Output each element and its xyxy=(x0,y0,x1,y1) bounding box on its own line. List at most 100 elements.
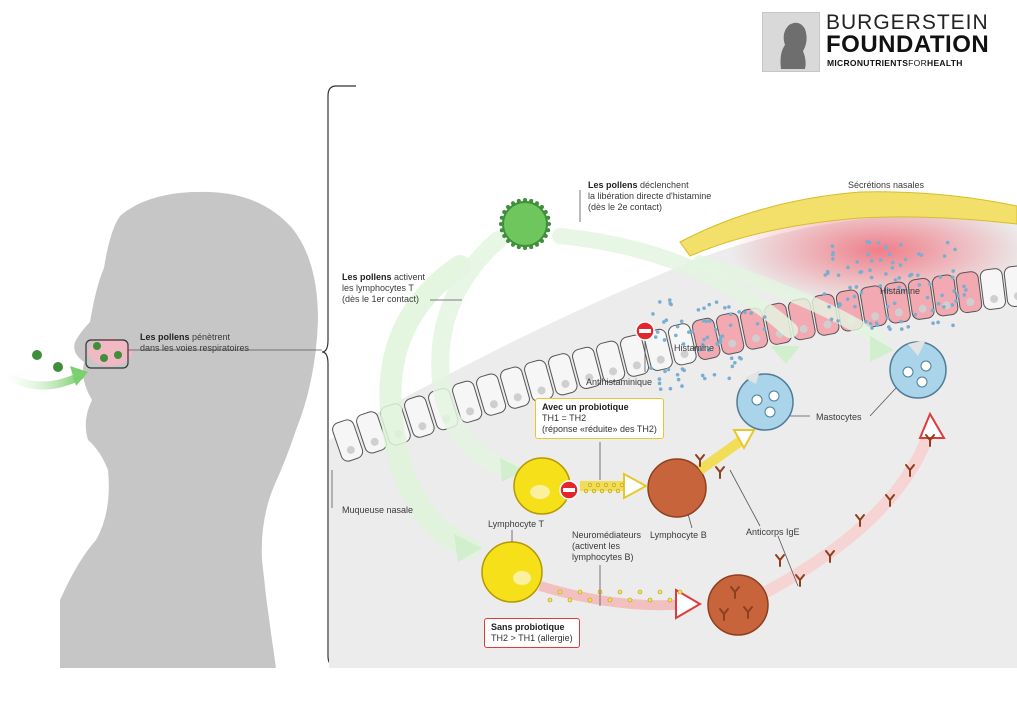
histamine-dot-icon xyxy=(674,333,678,338)
histamine-dot-icon xyxy=(836,273,841,277)
histamine-dot-icon xyxy=(853,304,857,309)
histamine-dot-icon xyxy=(707,302,712,307)
histamine-dot-icon xyxy=(854,285,859,289)
histamine-dot-icon xyxy=(822,292,827,296)
epithelial-cell xyxy=(955,271,983,314)
histamine-dot-icon xyxy=(866,252,870,257)
histamine-dot-icon xyxy=(903,257,908,262)
histamine-dot-icon xyxy=(864,319,868,324)
box-without-probiotic: Sans probiotique TH2 > TH1 (allergie) xyxy=(484,618,580,648)
label-antihistamine: Antihistaminique xyxy=(586,377,653,387)
histamine-dot-icon xyxy=(733,360,737,365)
logo-line3: MICRONUTRIENTSFORHEALTH xyxy=(827,58,963,68)
histamine-dot-icon xyxy=(718,340,723,345)
label-nasal-mucosa: Muqueuse nasale xyxy=(342,505,414,515)
histamine-dot-icon xyxy=(657,381,662,386)
label-nasal-secretions: Sécrétions nasales xyxy=(848,180,925,190)
histamine-dot-icon xyxy=(868,321,873,326)
histamine-dot-icon xyxy=(676,377,681,382)
histamine-dot-icon xyxy=(890,260,895,265)
histamine-dot-icon xyxy=(708,319,712,323)
histamine-dots xyxy=(649,240,968,391)
secretion-layer xyxy=(679,191,1017,257)
histamine-dot-icon xyxy=(893,278,898,282)
histamine-dot-icon xyxy=(887,252,892,256)
histamine-dot-icon xyxy=(917,283,922,287)
histamine-dot-icon xyxy=(827,304,831,309)
epithelial-cell xyxy=(500,366,530,409)
histamine-dot-icon xyxy=(704,319,709,324)
histamine-dot-icon xyxy=(700,373,705,378)
histamine-dot-icon xyxy=(951,275,955,280)
histamine-dot-icon xyxy=(730,364,735,369)
histamine-dot-icon xyxy=(964,288,968,292)
histamine-dot-icon xyxy=(755,322,760,326)
histamine-dot-icon xyxy=(916,273,920,278)
probiotic-arrow-up xyxy=(697,435,745,475)
histamine-dot-icon xyxy=(830,244,835,248)
pollen-icon xyxy=(100,354,108,362)
histamine-dot-icon xyxy=(666,367,671,372)
histamine-dot-icon xyxy=(836,319,840,323)
mastocyte xyxy=(889,340,947,399)
histamine-dot-icon xyxy=(687,330,691,334)
histamine-dot-icon xyxy=(852,294,857,299)
histamine-dot-icon xyxy=(931,321,935,326)
histamine-dot-icon xyxy=(845,297,850,301)
label-mastocytes: Mastocytes xyxy=(816,412,862,422)
nasal-area xyxy=(88,338,132,366)
arrowhead xyxy=(623,472,649,500)
histamine-dot-icon xyxy=(898,263,903,267)
histamine-dot-icon xyxy=(886,288,891,292)
label-antibodies: Anticorps IgE xyxy=(746,527,800,537)
pollen-icon xyxy=(499,198,551,250)
histamine-dot-icon xyxy=(945,240,950,245)
histamine-dot-icon xyxy=(662,338,667,342)
histamine-dot-icon xyxy=(953,247,957,252)
box-with-probiotic: Avec un probiotique TH1 = TH2 (réponse «… xyxy=(535,398,664,439)
histamine-dot-icon xyxy=(707,348,711,353)
histamine-dot-icon xyxy=(884,272,888,276)
epithelial-cell xyxy=(404,395,435,438)
histamine-dot-icon xyxy=(690,329,695,334)
pollen-icon xyxy=(93,342,101,350)
histamine-dot-icon xyxy=(888,327,892,331)
histamine-dot-icon xyxy=(728,323,733,328)
epithelial-cell xyxy=(596,340,626,383)
histamine-dot-icon xyxy=(675,324,680,329)
histamine-dot-icon xyxy=(928,282,932,287)
histamine-dot-icon xyxy=(714,300,719,304)
histamine-dot-icon xyxy=(679,319,684,324)
histamine-dot-icon xyxy=(909,272,914,277)
label-pollens-activate: Les pollens activent les lymphocytes T (… xyxy=(342,272,426,304)
histamine-dot-icon xyxy=(897,276,902,280)
histamine-dot-icon xyxy=(956,293,960,298)
histamine-dot-icon xyxy=(874,321,879,325)
logo-line1: BURGERSTEIN xyxy=(826,11,989,34)
histamine-dot-icon xyxy=(762,327,767,332)
histamine-dot-icon xyxy=(952,289,956,293)
histamine-dot-icon xyxy=(925,295,930,300)
histamine-dot-icon xyxy=(951,323,955,328)
histamine-dot-icon xyxy=(658,300,662,304)
histamine-dot-icon xyxy=(897,285,901,290)
histamine-dot-icon xyxy=(680,367,685,371)
arrowhead xyxy=(732,429,756,451)
arrowhead xyxy=(500,458,524,482)
zoom-bracket xyxy=(321,85,356,667)
histamine-dot-icon xyxy=(876,241,881,245)
histamine-dot-icon xyxy=(885,315,890,320)
epithelial-cell xyxy=(452,380,483,423)
histamine-dot-icon xyxy=(954,299,958,303)
pollen-icon xyxy=(114,351,122,359)
inhale-arrow xyxy=(0,370,84,390)
histamine-dot-icon xyxy=(899,327,904,331)
histamine-dot-icon xyxy=(892,301,897,306)
epithelial-cell xyxy=(979,268,1006,310)
histamine-dot-icon xyxy=(702,337,706,342)
histamine-dot-icon xyxy=(723,305,727,310)
pollen-icon xyxy=(53,362,63,372)
histamine-dot-icon xyxy=(713,327,718,332)
histamine-dot-icon xyxy=(885,304,890,309)
